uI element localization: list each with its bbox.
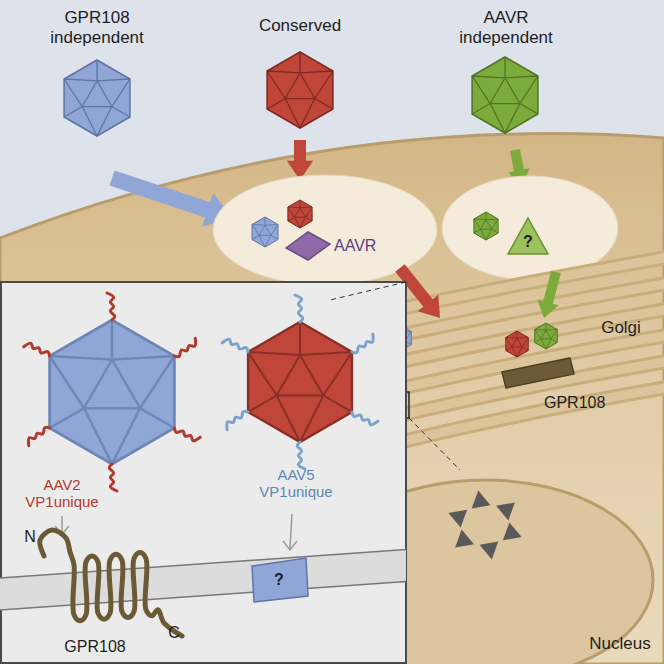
pathway-arrow <box>109 170 232 226</box>
capsid-facets <box>252 217 278 247</box>
capsid-label: AAV5 VP1unique <box>246 466 346 501</box>
zoom-line <box>330 282 406 300</box>
vp1-unique-tail <box>109 464 117 491</box>
capsid-outline <box>252 217 278 247</box>
capsid-label: AAV2 VP1unique <box>16 476 108 511</box>
aavr-receptor: AAVR <box>284 230 384 262</box>
vp1-unique-tail <box>174 338 195 357</box>
gpr108-protein <box>40 530 182 636</box>
vp1-unique-tail <box>352 334 373 353</box>
capsid-facets <box>267 52 333 128</box>
aav-capsid <box>252 217 278 247</box>
membrane-line <box>0 550 406 610</box>
node-label: AAVR <box>334 237 376 255</box>
aav-capsid <box>288 200 312 228</box>
viral-genome <box>503 522 522 540</box>
pathway-heading: GPR108 independent <box>38 8 156 47</box>
capsid-outline <box>472 57 538 133</box>
capsid-facets <box>472 57 538 133</box>
capsid-facets <box>248 322 352 442</box>
aav5-capsid <box>248 322 352 442</box>
vp1-unique-tail <box>297 442 305 469</box>
unknown-receptor-box: ? <box>246 556 312 604</box>
capsid-facets <box>535 323 558 349</box>
vp1-unique-tail <box>222 339 248 352</box>
vp1-unique-tail <box>352 412 378 425</box>
node-outline <box>286 232 330 260</box>
aav-red-capsid <box>267 52 333 128</box>
vp1-unique-tail <box>174 428 200 441</box>
node-label: ? <box>523 233 533 251</box>
structure-label: N <box>22 528 38 546</box>
aav-green-capsid <box>472 57 538 133</box>
structure-label: Nucleus <box>582 634 658 654</box>
aav-capsid <box>474 212 498 240</box>
node-outline <box>508 218 548 254</box>
aav-capsid <box>535 323 558 349</box>
gpr108-receptor: GPR108 <box>500 354 612 416</box>
capsid-facets <box>474 212 498 240</box>
vp1-unique-tail <box>227 411 248 430</box>
structure-label: GPR108 <box>60 638 130 656</box>
binding-arrow <box>283 514 297 550</box>
node-outline <box>252 558 308 602</box>
capsid-outline <box>288 200 312 228</box>
pathway-arrow <box>537 271 560 318</box>
capsid-outline <box>474 212 498 240</box>
viral-genome <box>455 530 474 548</box>
unknown-receptor-triangle: ? <box>506 216 550 256</box>
vp1-unique-tail <box>28 427 49 446</box>
viral-genome <box>480 542 499 560</box>
membrane-bilayer <box>0 550 406 610</box>
capsid-outline <box>267 52 333 128</box>
vp1-unique-tail <box>295 295 303 322</box>
pathway-heading: AAVR independent <box>448 8 564 47</box>
capsid-outline <box>506 331 529 357</box>
node-outline <box>502 358 574 388</box>
pathway-arrow <box>287 140 313 180</box>
node-label: ? <box>274 571 284 589</box>
capsid-outline <box>248 322 352 442</box>
vp1-unique-tail <box>107 293 115 320</box>
capsid-facets <box>506 331 529 357</box>
capsid-outline <box>50 320 175 464</box>
structure-label: Golgi <box>588 318 654 338</box>
viral-genome <box>472 491 491 509</box>
capsid-facets <box>64 60 130 136</box>
aav-blue-capsid <box>64 60 130 136</box>
inset-panel <box>1 282 406 663</box>
capsid-outline <box>64 60 130 136</box>
pathway-heading: Conserved <box>245 16 355 36</box>
node-label: GPR108 <box>544 394 605 412</box>
viral-genome <box>496 503 515 521</box>
capsid-facets <box>50 320 175 464</box>
aav2-capsid <box>50 320 175 464</box>
structure-label: C <box>166 624 182 642</box>
capsid-facets <box>288 200 312 228</box>
capsid-outline <box>535 323 558 349</box>
vp1-unique-tail <box>24 343 50 356</box>
aav-capsid <box>506 331 529 357</box>
viral-genome <box>448 510 467 528</box>
